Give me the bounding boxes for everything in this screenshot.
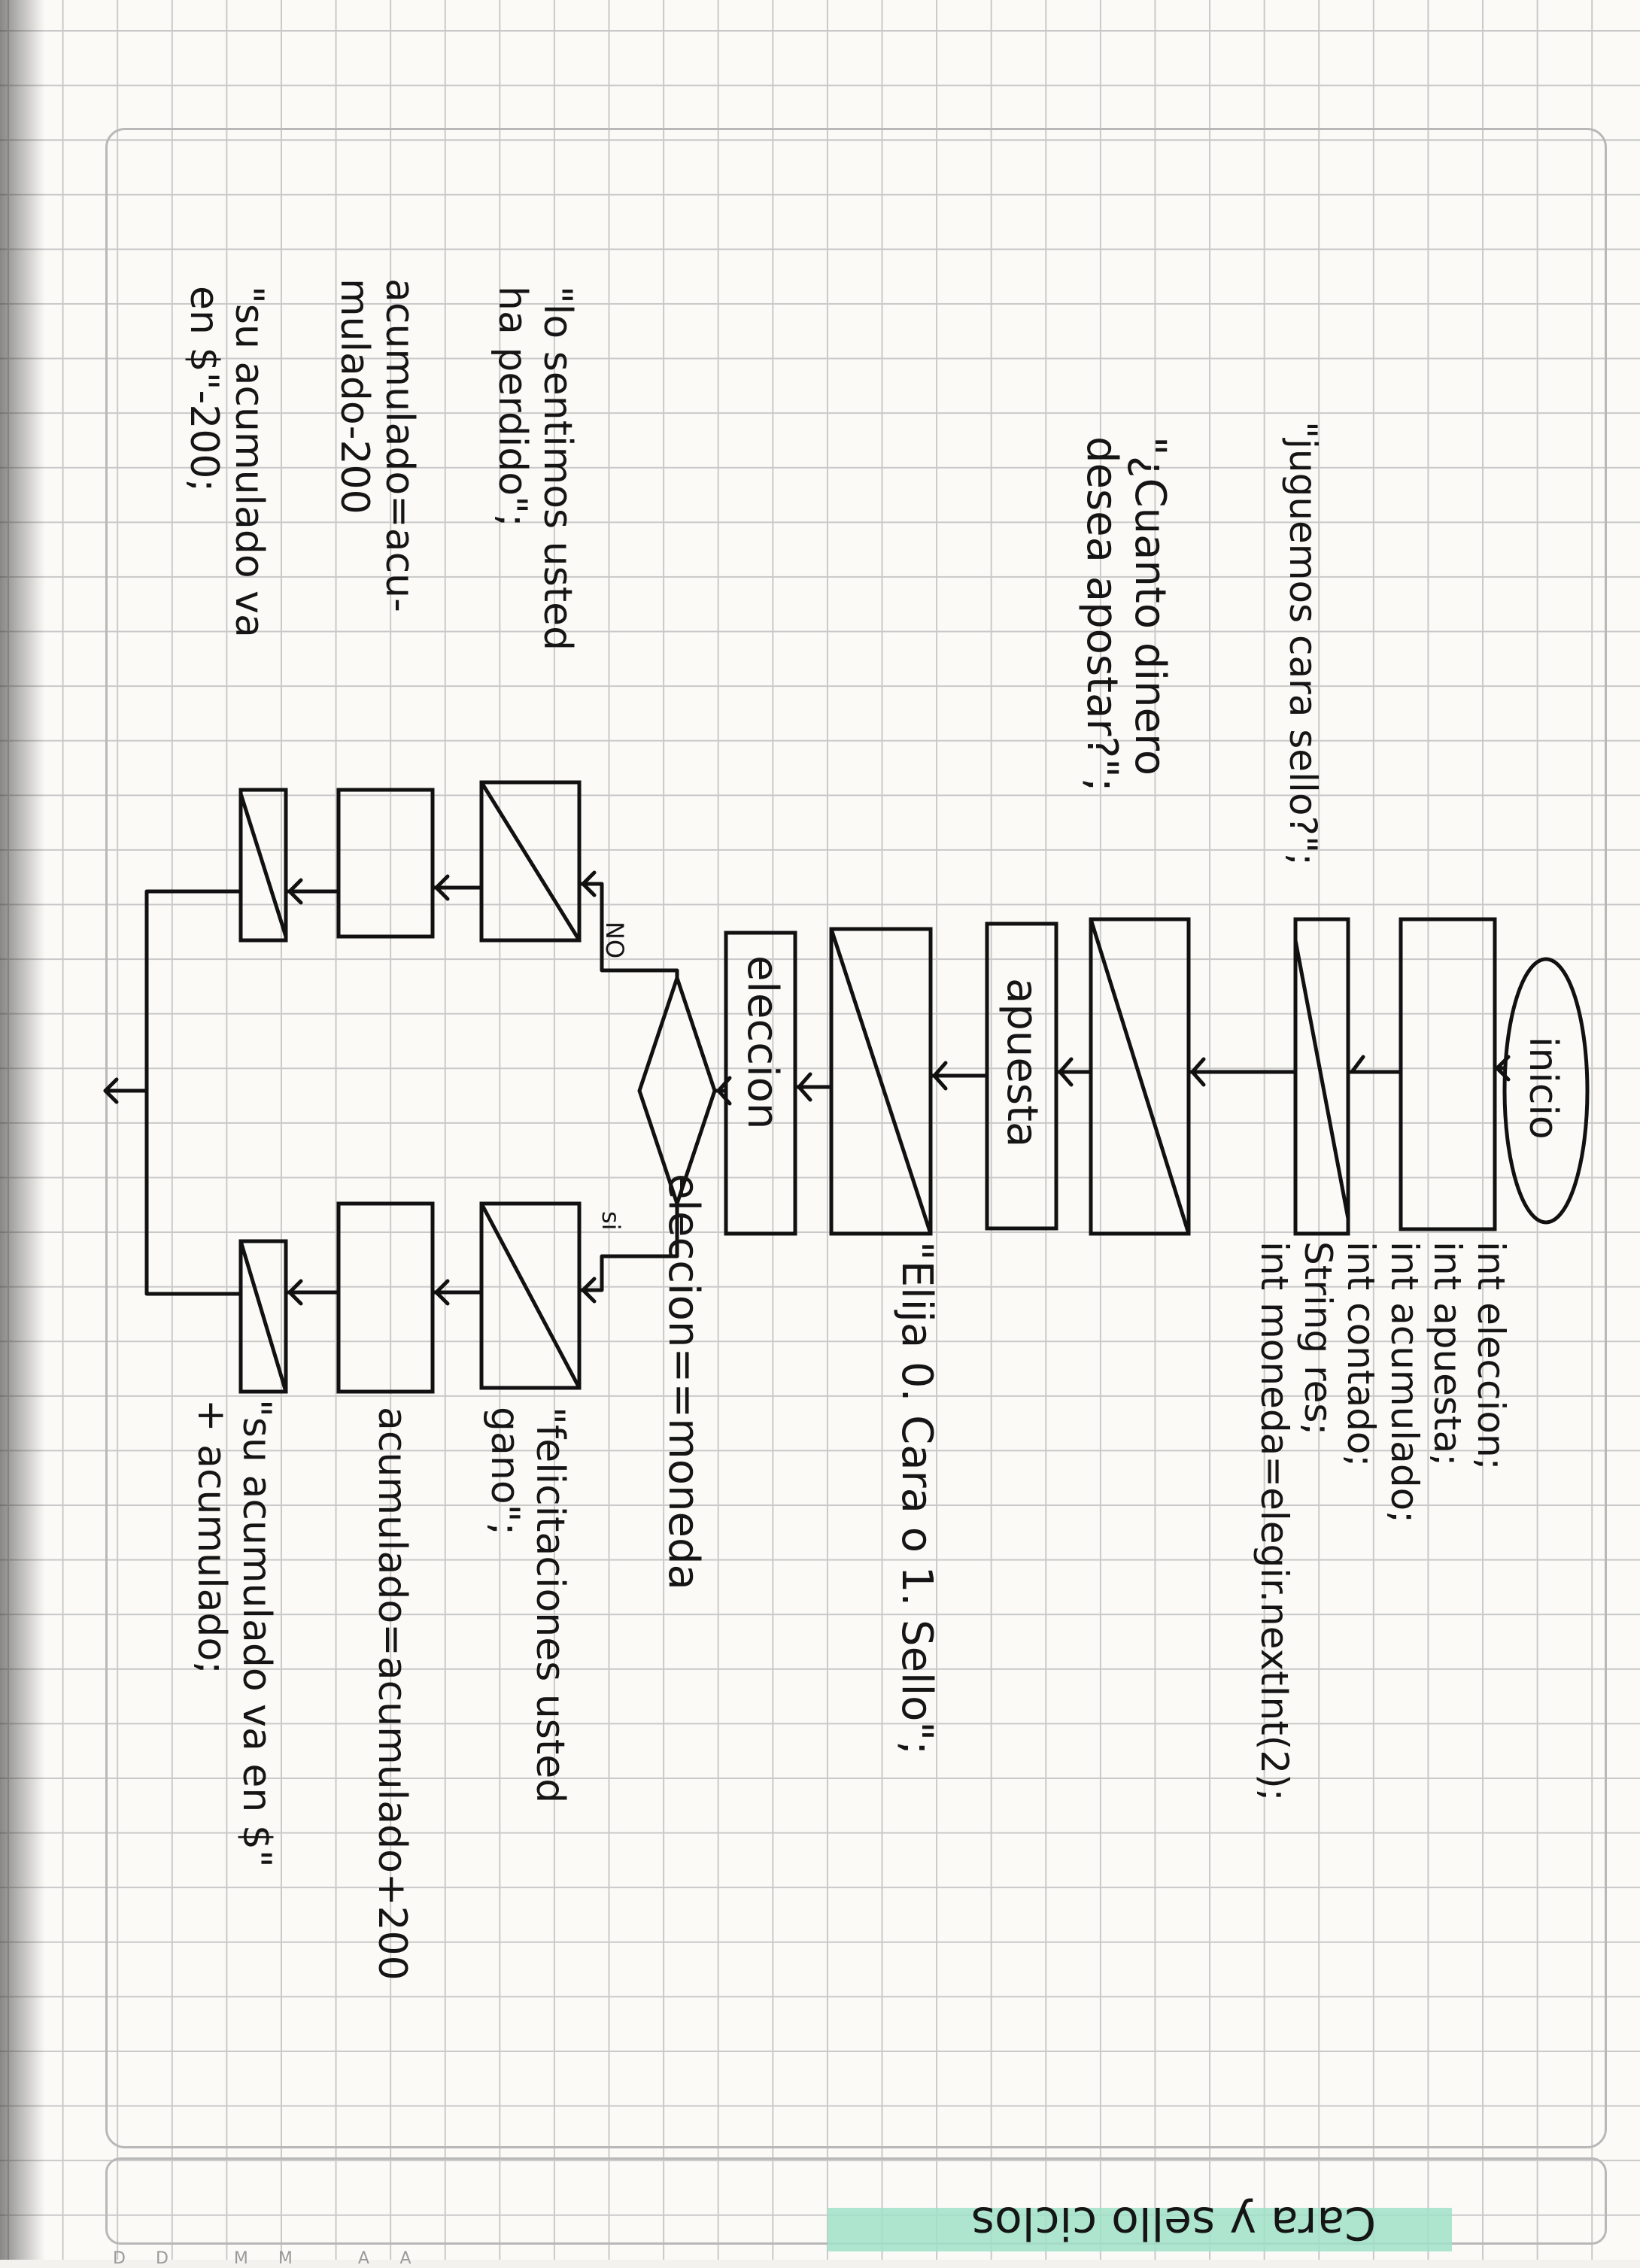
start-terminal xyxy=(1502,957,1590,1225)
choice-input-label: eleccion xyxy=(738,955,787,1130)
greeting-text: "juguemos cara sello?"; xyxy=(1281,421,1325,866)
yes-calc-box xyxy=(336,1201,435,1394)
no-out-text: "su acumulado va en $"-200; xyxy=(181,286,272,638)
declarations-text: int eleccion; int apuesta; int acumulado… xyxy=(1253,1241,1514,1802)
no-msg-text: "lo sentimos usted ha perdido"; xyxy=(490,286,580,651)
yes-out-slant xyxy=(238,1239,288,1394)
ask-bet-text: "¿Cuanto dinero desea apostar?"; xyxy=(1077,436,1174,792)
ask-bet-output-slant xyxy=(1089,917,1191,1236)
declaration-box xyxy=(1399,917,1497,1231)
ask-bet-output-shape xyxy=(1089,917,1191,1236)
no-out-slant xyxy=(238,791,288,939)
start-label: inicio xyxy=(1520,1037,1566,1140)
yes-msg-output-slant xyxy=(479,1201,582,1390)
bet-input-label: apuesta xyxy=(998,978,1046,1148)
greeting-output-slant xyxy=(1293,938,1350,1221)
branch-arrowheads xyxy=(287,870,597,1306)
no-msg-output-shape xyxy=(479,780,582,943)
merge-connector xyxy=(103,889,243,1296)
choose-text: "Elija 0. Cara o 1. Sello"; xyxy=(892,1241,941,1756)
greeting-output-shape xyxy=(1293,917,1350,1236)
yes-calc-text: acumulado=acumulado+200 xyxy=(369,1407,415,1981)
page-frame xyxy=(105,128,1607,2148)
yes-out-text: "su acumulado va en $" + acumulado; xyxy=(189,1399,279,1868)
yes-branch-line xyxy=(577,1201,679,1292)
choose-output-shape xyxy=(829,927,933,1236)
choose-output-slant xyxy=(829,927,933,1236)
main-flow-connector xyxy=(712,1066,1507,1093)
no-calc-text: acumulado=acu- mulado-200 xyxy=(332,278,422,612)
no-msg-output-slant xyxy=(479,780,582,943)
yes-msg-text: "felicitaciones usted gano"; xyxy=(482,1407,572,1804)
merge-arrowhead xyxy=(103,1077,119,1104)
page-edge-shadow xyxy=(0,0,45,2260)
no-label: NO xyxy=(600,921,629,959)
decision-diamond xyxy=(637,972,717,1210)
decision-text: eleccion==moneda xyxy=(659,1173,708,1590)
main-flow-arrowheads xyxy=(716,1055,1511,1106)
no-branch-line xyxy=(577,882,679,980)
no-calc-box xyxy=(336,788,435,939)
branch-flow-lines xyxy=(284,885,484,1295)
yes-msg-output-shape xyxy=(479,1201,582,1390)
title-highlight xyxy=(828,2208,1452,2251)
yes-out-shape xyxy=(238,1239,288,1394)
yes-label: si xyxy=(597,1211,625,1231)
